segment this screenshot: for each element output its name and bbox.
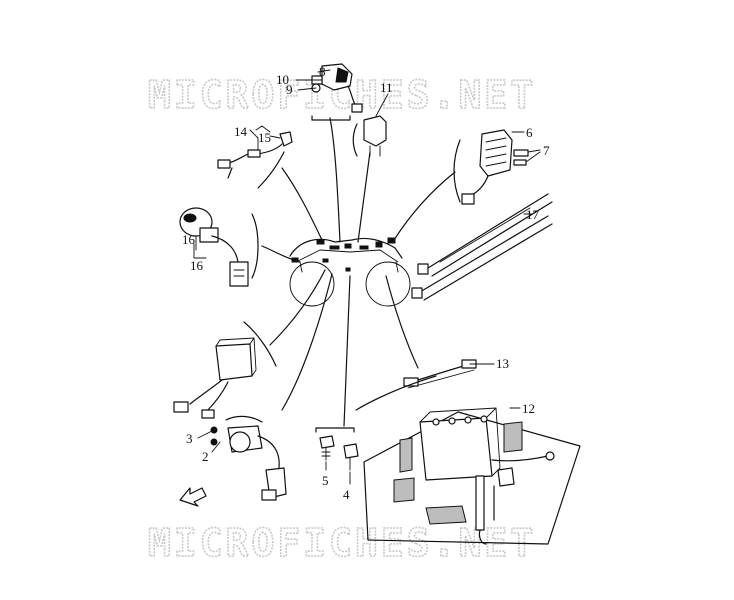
- ignition-coil: [210, 415, 287, 501]
- battery-group: [355, 359, 581, 545]
- switches-4-5: [315, 427, 359, 471]
- callout-8: 8: [319, 64, 326, 79]
- callout-5: 5: [322, 473, 329, 488]
- callout-17: 17: [526, 207, 540, 222]
- callout-4: 4: [343, 487, 350, 502]
- watermark-bottom: MICROFICHES.NET: [148, 521, 536, 565]
- callout-10: 10: [276, 72, 289, 87]
- group-brackets: [193, 125, 271, 259]
- callout-13: 13: [496, 356, 509, 371]
- cdi-unit: [173, 321, 277, 419]
- callout-numbers: 8 10 9 11 6 7 14 15 16 16 17 13 12 3 2 5…: [182, 64, 550, 502]
- callout-15: 15: [258, 130, 271, 145]
- callout-7: 7: [543, 143, 550, 158]
- callout-12: 12: [522, 401, 535, 416]
- regulator-6: [453, 129, 529, 205]
- callout-9: 9: [286, 82, 293, 97]
- callout-14: 14: [234, 124, 248, 139]
- callout-16-lower: 16: [190, 258, 204, 273]
- ignition-switch-16: [179, 207, 259, 287]
- connector-11: [352, 115, 387, 157]
- callout-11: 11: [380, 80, 393, 95]
- callout-16-upper: 16: [182, 232, 196, 247]
- callout-6: 6: [526, 125, 533, 140]
- front-direction-arrow-icon: [179, 487, 207, 507]
- sensor-14-15: [217, 131, 293, 189]
- callout-3: 3: [186, 431, 193, 446]
- vehicle-silhouette: [289, 237, 411, 307]
- leader-lines: [261, 117, 456, 427]
- callout-2: 2: [202, 449, 209, 464]
- callout-leaders: [195, 69, 541, 485]
